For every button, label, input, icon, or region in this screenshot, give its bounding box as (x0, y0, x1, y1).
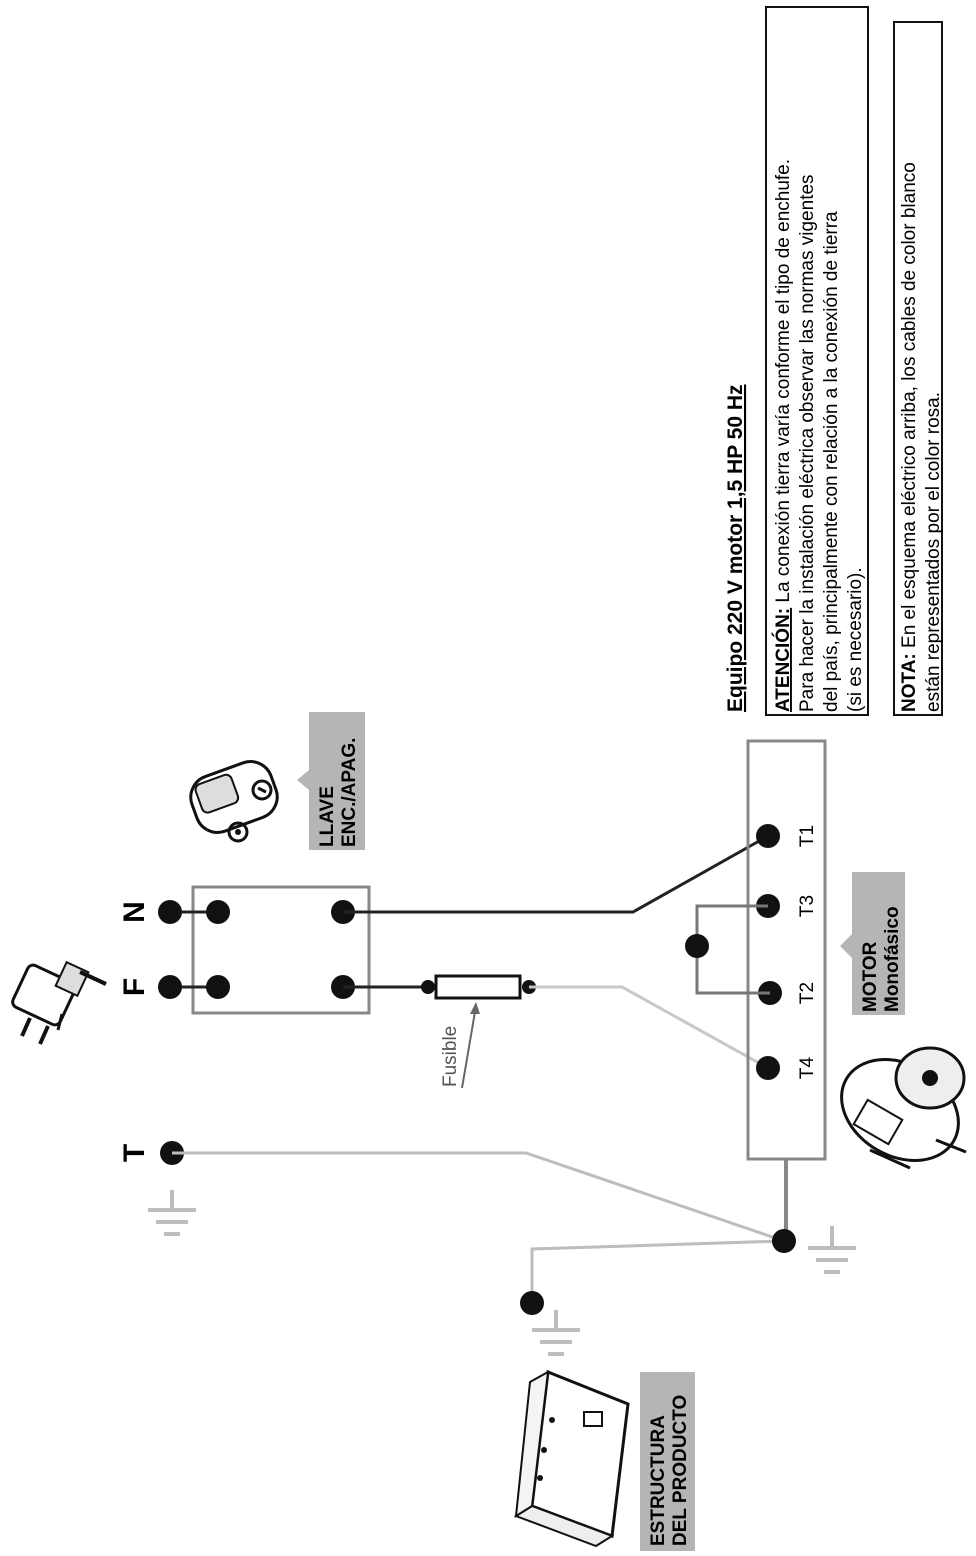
switch-label-1: LLAVE (317, 786, 338, 847)
ground-node-structure (520, 1291, 544, 1315)
svg-text:NOTA: En el esquema eléctrico: NOTA: En el esquema eléctrico arriba, lo… (899, 162, 920, 712)
t3-label: T3 (797, 895, 818, 917)
label-n: N (118, 901, 151, 923)
switch-label-tag (297, 712, 365, 850)
t1-label: T1 (797, 825, 818, 847)
ground-node-main (772, 1229, 796, 1253)
motor-illustration (840, 1046, 967, 1170)
motor-terminal-box (746, 739, 827, 1161)
switch-label-2: ENC./APAG. (339, 738, 360, 847)
svg-text:ATENCIÓN: La conexión tierra v: ATENCIÓN: La conexión tierra varía confo… (772, 159, 794, 712)
structure-illustration (513, 1369, 630, 1548)
attention-line-3: del país, principalmente con relación a … (821, 211, 842, 712)
switch-box (191, 885, 371, 1015)
fuse-end-left (421, 980, 435, 994)
switch-illustration (189, 760, 279, 843)
attention-box (765, 6, 869, 716)
bridge-node (685, 934, 709, 958)
switch-label-wrap: LLAVE ENC./APAG. (317, 738, 360, 847)
t4-label-wrap: T4 (797, 1056, 818, 1079)
structure-label-wrap: ESTRUCTURA DEL PRODUCTO (648, 1395, 691, 1546)
note-label: NOTA: (899, 653, 920, 712)
switch-in-f (206, 975, 230, 999)
plug-terminal-f (158, 975, 182, 999)
motor-terminal-t4 (756, 1056, 780, 1080)
wire-n-to-t1 (343, 834, 769, 914)
wire-t-to-ground-node (172, 1151, 785, 1243)
t2-label-wrap: T2 (797, 982, 818, 1004)
plug-illustration (11, 960, 107, 1045)
motor-label-tag (840, 872, 905, 1015)
attention-line-4: (si es necesario). (845, 567, 866, 712)
label-f-wrap: F (118, 978, 151, 996)
fuse (434, 974, 522, 1000)
t4-label: T4 (797, 1056, 818, 1079)
wire-to-structure (530, 1239, 785, 1300)
ground-symbol-plug (148, 1190, 196, 1236)
motor-label-wrap: MOTOR Monofásico (860, 906, 903, 1012)
label-n-wrap: N (118, 901, 151, 923)
note-line-1: En el esquema eléctrico arriba, los cabl… (899, 162, 920, 653)
label-f: F (118, 978, 151, 996)
attention-line-2: Para hacer la instalación eléctrica obse… (797, 174, 818, 712)
attention-label: ATENCIÓN: (772, 608, 794, 712)
t1-label-wrap: T1 (797, 825, 818, 847)
t3-label-wrap: T3 (797, 895, 818, 917)
fuse-label: Fusible (440, 1026, 461, 1087)
ground-symbol-structure (532, 1310, 580, 1356)
attention-text: ATENCIÓN: La conexión tierra varía confo… (772, 159, 866, 712)
note-text: NOTA: En el esquema eléctrico arriba, lo… (899, 162, 944, 712)
structure-label-2: DEL PRODUCTO (670, 1395, 691, 1546)
fuse-pointer (461, 1005, 477, 1089)
note-line-2: están representados por el color rosa. (923, 392, 944, 712)
fuse-pointer-arrow (470, 1002, 480, 1014)
label-t-wrap: T (118, 1144, 151, 1162)
note-box (893, 21, 943, 716)
diagram-title: Equipo 220 V motor 1,5 HP 50 Hz (724, 384, 747, 712)
wire-fuse-to-t4 (529, 985, 769, 1070)
structure-label-tag (640, 1372, 695, 1551)
ground-symbol-motor (808, 1226, 856, 1274)
attention-line-1: La conexión tierra varía conforme el tip… (773, 159, 794, 608)
title-block: Equipo 220 V motor 1,5 HP 50 Hz (724, 384, 747, 712)
motor-terminal-t1 (756, 824, 780, 848)
structure-label-1: ESTRUCTURA (648, 1415, 669, 1546)
plug-terminal-n (158, 900, 182, 924)
motor-label-2: Monofásico (882, 906, 903, 1012)
fuse-label-wrap: Fusible (440, 1026, 461, 1087)
label-t: T (118, 1144, 151, 1162)
motor-label-1: MOTOR (860, 941, 881, 1012)
t2-label: T2 (797, 982, 818, 1004)
switch-in-n (206, 900, 230, 924)
